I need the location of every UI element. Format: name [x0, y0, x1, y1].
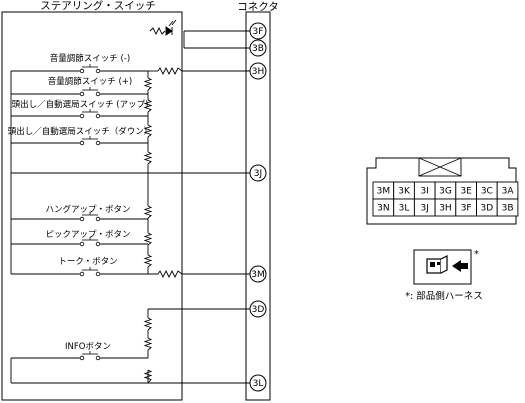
- wires: [10, 19, 258, 384]
- pin-3M: 3M: [249, 265, 267, 283]
- connector-face-cell: 3G: [434, 181, 457, 200]
- push-switch-symbol: [79, 351, 101, 361]
- push-switch-symbol: [79, 64, 101, 74]
- svg-text:3H: 3H: [252, 67, 265, 77]
- switch-label-vol-down: 音量調節スイッチ (-): [50, 53, 130, 64]
- connector-face: 3M 3K 3I 3G 3E 3C 3A 3N 3L 3J 3H 3F 3D 3B: [366, 157, 519, 225]
- svg-text:3I: 3I: [421, 187, 429, 197]
- svg-text:3M: 3M: [377, 187, 391, 197]
- connector-face-cell: 3H: [434, 198, 457, 217]
- connector-pins: 3F 3B 3H 3J 3M 3D 3L: [249, 22, 267, 392]
- pin-3F: 3F: [249, 22, 267, 40]
- switch-title: ステアリング・スイッチ: [40, 0, 156, 12]
- connector-strip: [245, 11, 271, 401]
- svg-text:3L: 3L: [253, 379, 264, 389]
- svg-text:3A: 3A: [502, 187, 515, 197]
- switch-label-vol-up: 音量調節スイッチ (+): [48, 76, 132, 87]
- connector-face-cell: 3M: [372, 181, 395, 200]
- switch-label-seek-up: 頭出し／自動選局スイッチ (アップ): [12, 99, 149, 110]
- connector-face-cell: 3B: [496, 198, 519, 217]
- connector-title: コネクタ: [237, 1, 279, 13]
- asterisk-mark: *: [474, 249, 479, 260]
- push-switch-symbol: [79, 87, 101, 97]
- pin-3J: 3J: [249, 164, 267, 182]
- pin-3D: 3D: [249, 300, 267, 318]
- svg-text:3J: 3J: [421, 204, 429, 214]
- connector-face-cell: 3L: [393, 198, 415, 217]
- connector-face-cell: 3I: [413, 181, 436, 200]
- push-switch-symbol: [79, 212, 101, 222]
- svg-text:3B: 3B: [252, 44, 264, 54]
- switch-label-seek-down: 頭出し／自動選局スイッチ（ダウン）: [8, 126, 153, 137]
- svg-text:3C: 3C: [481, 187, 493, 197]
- svg-text:3F: 3F: [253, 27, 264, 37]
- svg-text:3M: 3M: [251, 270, 265, 280]
- connector-face-cell: 3E: [455, 181, 477, 200]
- pin-3B: 3B: [249, 39, 267, 57]
- switch-label-hangup: ハングアップ・ボタン: [45, 204, 130, 215]
- switch-label-info: INFOボタン: [65, 342, 111, 352]
- push-switch-symbol: [79, 109, 101, 119]
- connector-face-cell: 3C: [476, 181, 498, 200]
- connector-face-cell: 3D: [476, 198, 498, 217]
- harness-icon: *: [413, 249, 479, 285]
- push-switch-symbol: [79, 136, 101, 146]
- pin-3L: 3L: [249, 374, 267, 392]
- pin-3H: 3H: [249, 62, 267, 80]
- connector-face-cell: 3F: [455, 198, 477, 217]
- push-switch-symbol: [79, 267, 101, 277]
- svg-text:3F: 3F: [461, 204, 472, 214]
- svg-text:3J: 3J: [254, 169, 262, 179]
- switch-box: [1, 11, 183, 401]
- svg-text:3D: 3D: [252, 305, 265, 315]
- switch-label-pickup: ピックアップ・ボタン: [45, 230, 130, 240]
- svg-text:3K: 3K: [398, 187, 411, 197]
- svg-text:3G: 3G: [439, 187, 452, 197]
- connector-face-cell: 3A: [496, 181, 519, 200]
- svg-text:3H: 3H: [439, 204, 452, 214]
- connector-face-cell: 3J: [413, 198, 436, 217]
- svg-text:3D: 3D: [481, 204, 494, 214]
- connector-face-cell: 3N: [372, 198, 395, 217]
- switch-symbols: [79, 64, 101, 361]
- connector-face-cell: 3K: [393, 181, 415, 200]
- switch-label-talk: トーク・ボタン: [58, 257, 117, 267]
- push-switch-symbol: [79, 237, 101, 247]
- svg-text:3E: 3E: [460, 187, 472, 197]
- svg-text:3B: 3B: [502, 204, 514, 214]
- harness-note: *: 部品側ハーネス: [405, 290, 482, 302]
- svg-text:3L: 3L: [399, 204, 410, 214]
- connector-face-cells: 3M 3K 3I 3G 3E 3C 3A 3N 3L 3J 3H 3F 3D 3B: [372, 181, 519, 217]
- svg-text:3N: 3N: [377, 204, 389, 214]
